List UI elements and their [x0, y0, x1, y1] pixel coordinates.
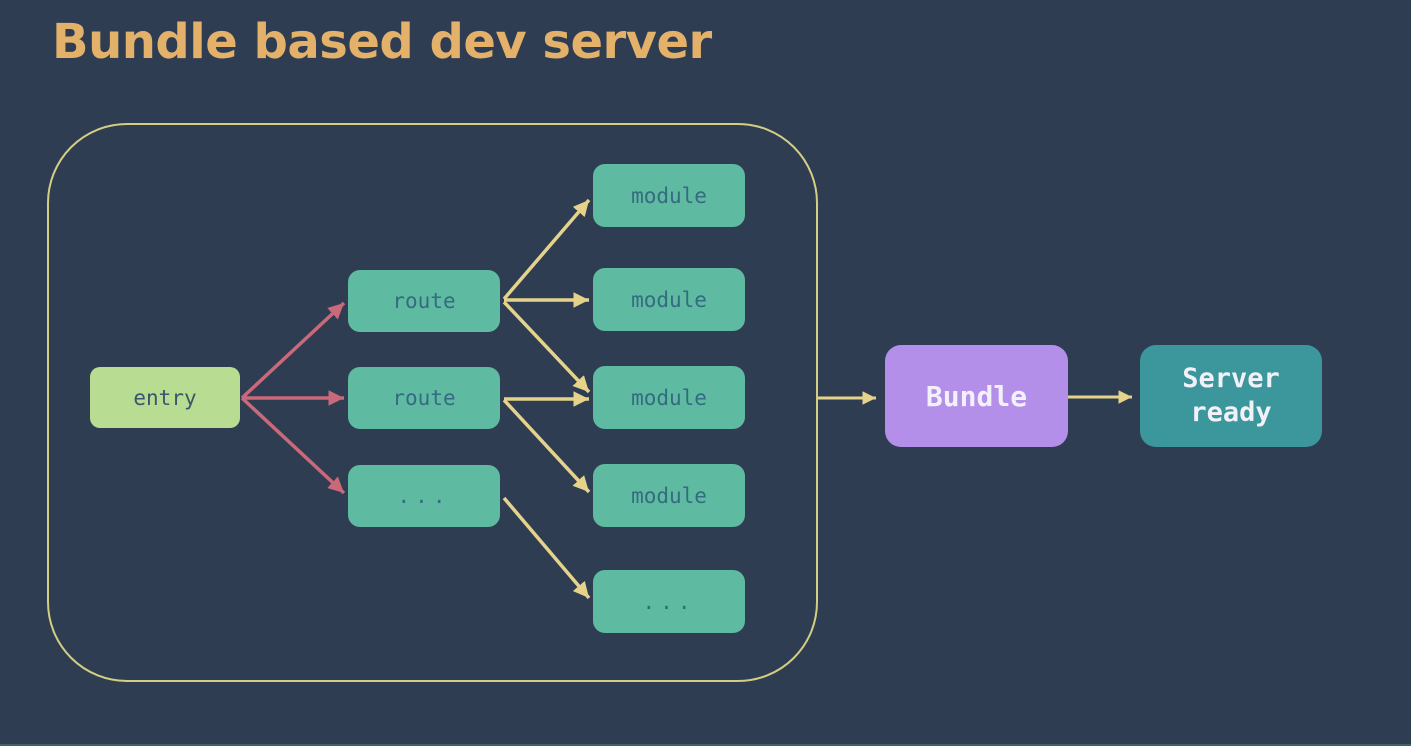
node-entry: entry	[90, 367, 240, 428]
node-module-3: module	[593, 366, 745, 429]
node-route-1-label: route	[392, 289, 456, 313]
node-route-ellipsis: ...	[348, 465, 500, 527]
node-route-ellipsis-label: ...	[397, 484, 451, 508]
node-server-ready: Server ready	[1140, 345, 1322, 447]
node-module-4-label: module	[631, 483, 707, 508]
node-module-ellipsis-label: ...	[642, 589, 696, 614]
node-server-ready-line1: Server	[1182, 363, 1280, 395]
node-module-2-label: module	[631, 287, 707, 312]
diagram-title: Bundle based dev server	[52, 14, 712, 70]
node-module-2: module	[593, 268, 745, 331]
node-module-1-label: module	[631, 183, 707, 208]
node-route-2-label: route	[392, 386, 456, 410]
node-route-1: route	[348, 270, 500, 332]
node-entry-label: entry	[133, 385, 197, 410]
node-module-1: module	[593, 164, 745, 227]
node-bundle-label: Bundle	[925, 379, 1028, 413]
node-module-3-label: module	[631, 385, 707, 410]
node-server-ready-line2: ready	[1190, 397, 1272, 428]
node-bundle: Bundle	[885, 345, 1068, 447]
bundler-container-outline	[47, 123, 818, 682]
node-module-ellipsis: ...	[593, 570, 745, 633]
node-route-2: route	[348, 367, 500, 429]
bottom-edge-strip	[0, 744, 1411, 746]
node-module-4: module	[593, 464, 745, 527]
